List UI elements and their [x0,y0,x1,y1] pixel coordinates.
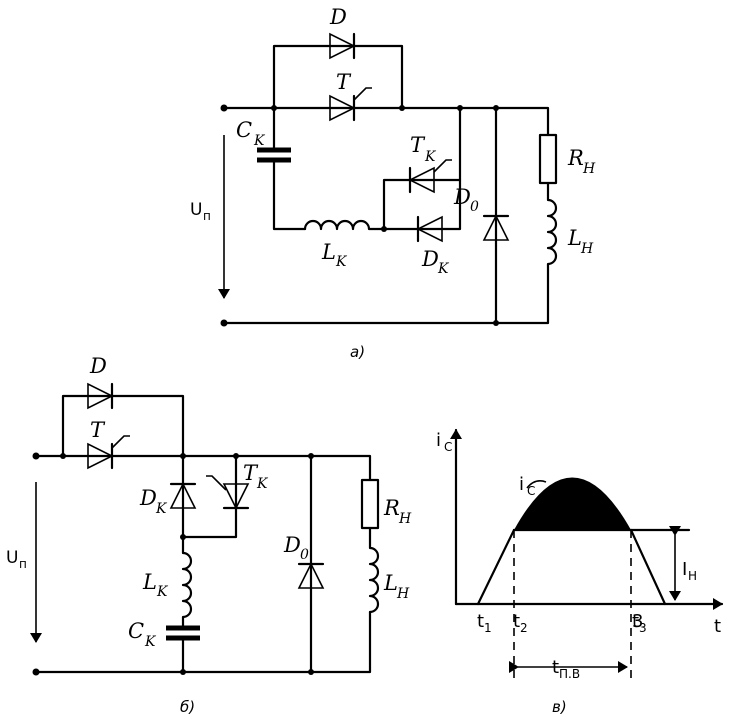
t1-label: t [477,611,484,632]
svg-text:1: 1 [484,621,492,635]
label-rh-b: R [383,496,400,520]
svg-text:п: п [19,557,27,571]
caption-v: в) [552,698,567,716]
tpv-label: t [552,657,559,678]
circuit-a: D T C K T K D 0 L K D K R H L H U п а) [190,5,596,361]
svg-text:H: H [398,511,412,527]
label-d-a: D [329,5,347,29]
svg-text:Н: Н [688,569,697,583]
dk-branch-a [382,178,462,231]
diode-dk-b [169,482,197,509]
svg-text:п: п [203,209,211,223]
svg-text:t: t [632,611,639,632]
thyristor-t-b [87,435,130,470]
label-t-a: T [336,70,352,94]
inductor-lk-a [303,219,386,231]
resistor-rh-b [360,478,380,530]
x-axis-label: t [714,616,721,637]
label-lk-a: L [321,240,336,264]
label-tk-b: T [243,461,259,485]
current-graph-v: i C i C t t 1 t 2 3 t 3 I Н t П.В в) [436,428,724,716]
svg-text:K: K [437,261,450,277]
resistor-rh-a [538,133,558,185]
thyristor-tk-b [206,475,250,510]
top-rail-b [34,454,372,482]
label-ck-a: C [236,118,252,142]
label-tk-a: T [410,133,426,157]
label-t-b: T [90,418,106,442]
svg-text:3: 3 [639,621,647,635]
circuit-b: D T D K T K L K C K D 0 R H L H U п б) [6,354,412,716]
label-lk-b: L [142,570,157,594]
label-un-a: U [190,200,202,220]
current-hump [514,477,631,530]
t2-label: t [513,611,520,632]
terminal-top-b [32,452,40,460]
label-dk-a: D [421,247,439,271]
caption-a: а) [350,343,365,361]
svg-text:0: 0 [470,199,479,215]
inductor-lh-b [368,526,380,614]
svg-text:П.В: П.В [559,667,580,681]
tk-branch-a [382,106,462,231]
top-rail-a [222,106,550,137]
svg-text:K: K [144,634,157,650]
diode-dk-a [416,215,443,243]
lk-ck-branch-b [181,535,193,674]
svg-text:K: K [424,149,437,165]
caption-b: б) [180,698,195,716]
thyristor-tk-a [408,159,452,194]
label-d0-b: D [283,533,301,557]
curve-label: i [519,474,524,495]
label-dk-b: D [139,486,157,510]
svg-text:0: 0 [300,547,309,563]
diode-d-a [329,32,356,60]
svg-text:2: 2 [520,621,528,635]
diode-d0-b [297,562,325,589]
svg-text:K: K [156,584,169,600]
svg-text:C: C [444,440,452,454]
svg-text:K: K [155,501,168,517]
thyristor-t-a [329,87,372,122]
svg-text:K: K [253,133,266,149]
diode-d-branch-a [272,44,404,110]
dk-tk-branch-b [181,454,238,539]
terminal-top-a [220,104,228,112]
svg-text:H: H [582,161,596,177]
svg-text:H: H [580,241,594,257]
bottom-rail-b [34,610,372,674]
capacitor-branch-a [272,106,307,231]
svg-text:K: K [335,254,348,270]
label-d0-a: D [453,185,471,209]
label-d-b: D [89,354,107,378]
terminal-bottom-b [32,668,40,676]
label-rh-a: R [567,146,584,170]
bottom-rail-a [222,263,550,325]
t3-label: 3 [632,611,643,632]
label-ck-b: C [128,619,144,643]
diode-d-branch-b [61,394,185,458]
ih-label: I [682,559,687,580]
current-waveform [476,528,667,606]
y-axis-label: i [436,430,441,451]
label-lh-b: L [383,571,398,595]
diode-d-b [87,382,114,410]
diode-d0-a [482,214,510,241]
label-lh-a: L [567,226,582,250]
inductor-lh-a [546,181,558,267]
terminal-bottom-a [220,319,228,327]
svg-text:K: K [256,476,269,492]
label-un-b: U [6,548,18,568]
svg-text:H: H [396,586,410,602]
svg-text:C: C [527,484,535,498]
